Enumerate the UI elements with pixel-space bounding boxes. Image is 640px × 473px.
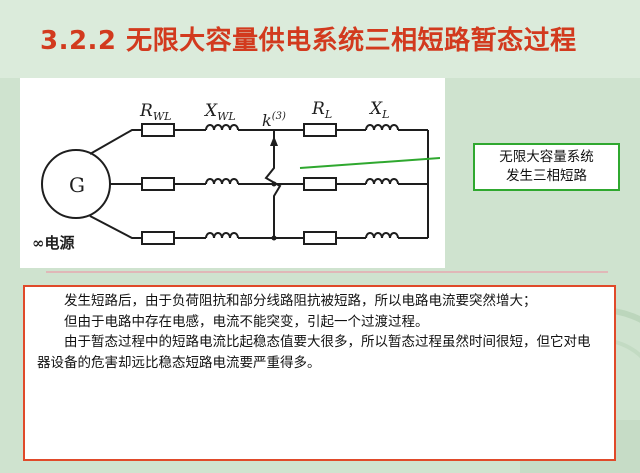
explanation-paragraph-2: 但由于电路中存在电感，电流不能突变，引起一个过渡过程。: [64, 313, 429, 330]
page-title: 3.2.2 无限大容量供电系统三相短路暂态过程: [40, 26, 577, 56]
resistor-wl-b: [141, 177, 175, 191]
circuit-diagram: G RWL XWL k(3) RL XL ∞电源: [32, 99, 440, 252]
inductor-wl-c: [205, 232, 239, 239]
label-r-wl: RWL: [139, 101, 171, 123]
section-divider: [46, 271, 608, 273]
explanation-box: 发生短路后，由于负荷阻抗和部分线路阻抗被短路，所以电路电流要突然增大； 但由于电…: [23, 285, 616, 461]
resistor-l-a: [303, 123, 337, 137]
inductor-wl-b: [205, 178, 239, 185]
resistor-l-c: [303, 231, 337, 245]
label-r-l: RL: [311, 99, 332, 121]
resistor-wl-a: [141, 123, 175, 137]
inductor-wl-a: [205, 124, 239, 131]
source-label: ∞电源: [32, 234, 75, 252]
generator-label: G: [69, 173, 85, 197]
callout-line-2: 发生三相短路: [506, 168, 587, 184]
label-x-l: XL: [368, 99, 389, 121]
callout-box: 无限大容量系统 发生三相短路: [473, 143, 620, 191]
resistor-l-b: [303, 177, 337, 191]
callout-pointer: [299, 157, 440, 169]
label-fault-point: k(3): [262, 111, 286, 130]
feeder-line-c: [89, 215, 142, 239]
callout-line-1: 无限大容量系统: [499, 149, 594, 165]
explanation-paragraph-1: 发生短路后，由于负荷阻抗和部分线路阻抗被短路，所以电路电流要突然增大；: [64, 293, 537, 309]
explanation-paragraph-3: 由于暂态过程中的短路电流比起稳态值要大很多，所以暂态过程虽然时间很短，但它对电器…: [37, 334, 591, 371]
inductor-l-a: [365, 124, 399, 131]
label-x-wl: XWL: [203, 101, 236, 123]
inductor-l-b: [365, 178, 399, 185]
fault-arrow: [270, 136, 278, 146]
inductor-l-c: [365, 232, 399, 239]
feeder-line-a: [89, 129, 142, 155]
resistor-wl-c: [141, 231, 175, 245]
